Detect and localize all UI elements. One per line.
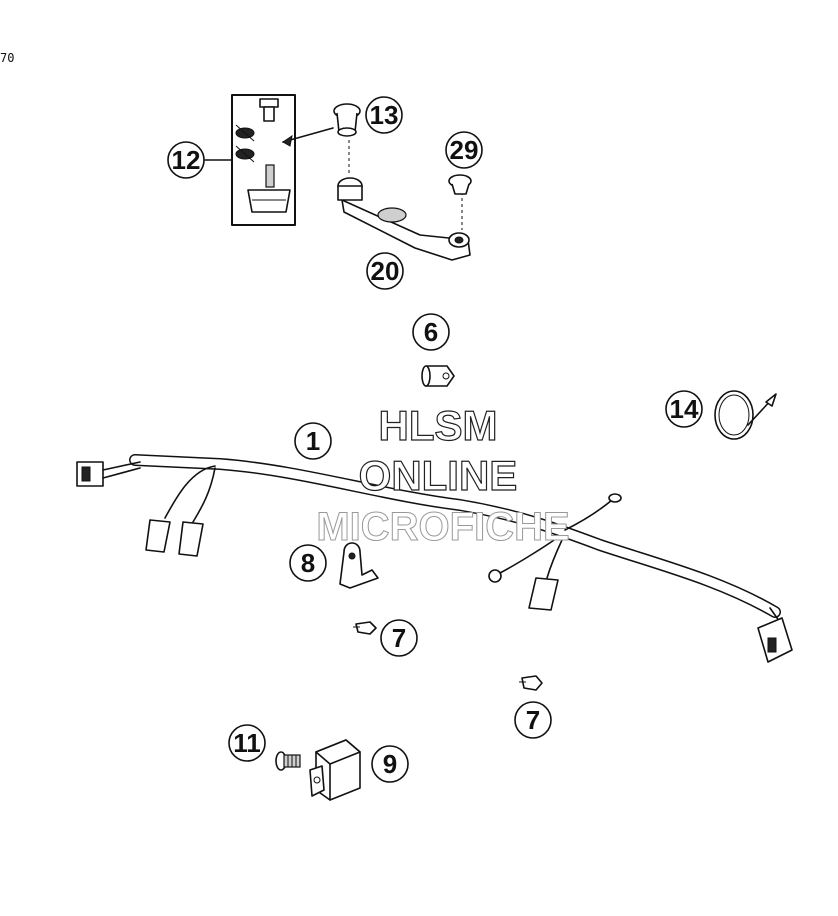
part-7-clip-a (353, 621, 377, 635)
part-9-relay (309, 739, 361, 801)
part-1-wiring-harness (76, 454, 793, 663)
callout-13-label: 13 (370, 100, 399, 130)
watermark-line-1: HLSM (379, 402, 498, 449)
callout-14: 14 (665, 390, 703, 428)
callout-9-label: 9 (383, 749, 397, 779)
callout-6-label: 6 (424, 317, 438, 347)
part-14-cable-tie (714, 390, 777, 440)
callout-7a: 7 (380, 619, 418, 657)
callout-6: 6 (412, 313, 450, 351)
part-7-clip-b (519, 675, 543, 691)
callout-12-label: 12 (172, 145, 201, 175)
callout-1: 1 (294, 422, 332, 460)
callout-12: 12 (167, 141, 205, 179)
callout-7b-label: 7 (526, 705, 540, 735)
callout-14-label: 14 (670, 394, 699, 424)
watermark-line-2: ONLINE (359, 452, 518, 499)
callout-7b: 7 (514, 701, 552, 739)
part-13-grommet (333, 103, 361, 176)
callout-11: 11 (228, 724, 266, 762)
callout-20-label: 20 (371, 256, 400, 286)
callout-9: 9 (371, 745, 409, 783)
part-6-clip (421, 365, 455, 387)
callout-7a-label: 7 (392, 623, 406, 653)
callout-20: 20 (366, 252, 404, 290)
part-8-bracket (339, 542, 379, 589)
callout-1-label: 1 (306, 426, 320, 456)
callout-11-label: 11 (233, 728, 261, 758)
callout-8: 8 (289, 544, 327, 582)
part-29-plug (448, 174, 472, 195)
part-12-inset (204, 94, 334, 226)
callout-8-label: 8 (301, 548, 315, 578)
watermark: HLSM ONLINE MICROFICHE (316, 401, 570, 549)
watermark-line-3: MICROFICHE (316, 505, 569, 549)
part-11-screw (275, 751, 301, 771)
callout-29: 29 (445, 131, 483, 169)
callout-29-label: 29 (450, 135, 479, 165)
callout-13: 13 (365, 96, 403, 134)
part-20-plate (337, 177, 471, 261)
page-corner-label: 70 (0, 51, 15, 65)
